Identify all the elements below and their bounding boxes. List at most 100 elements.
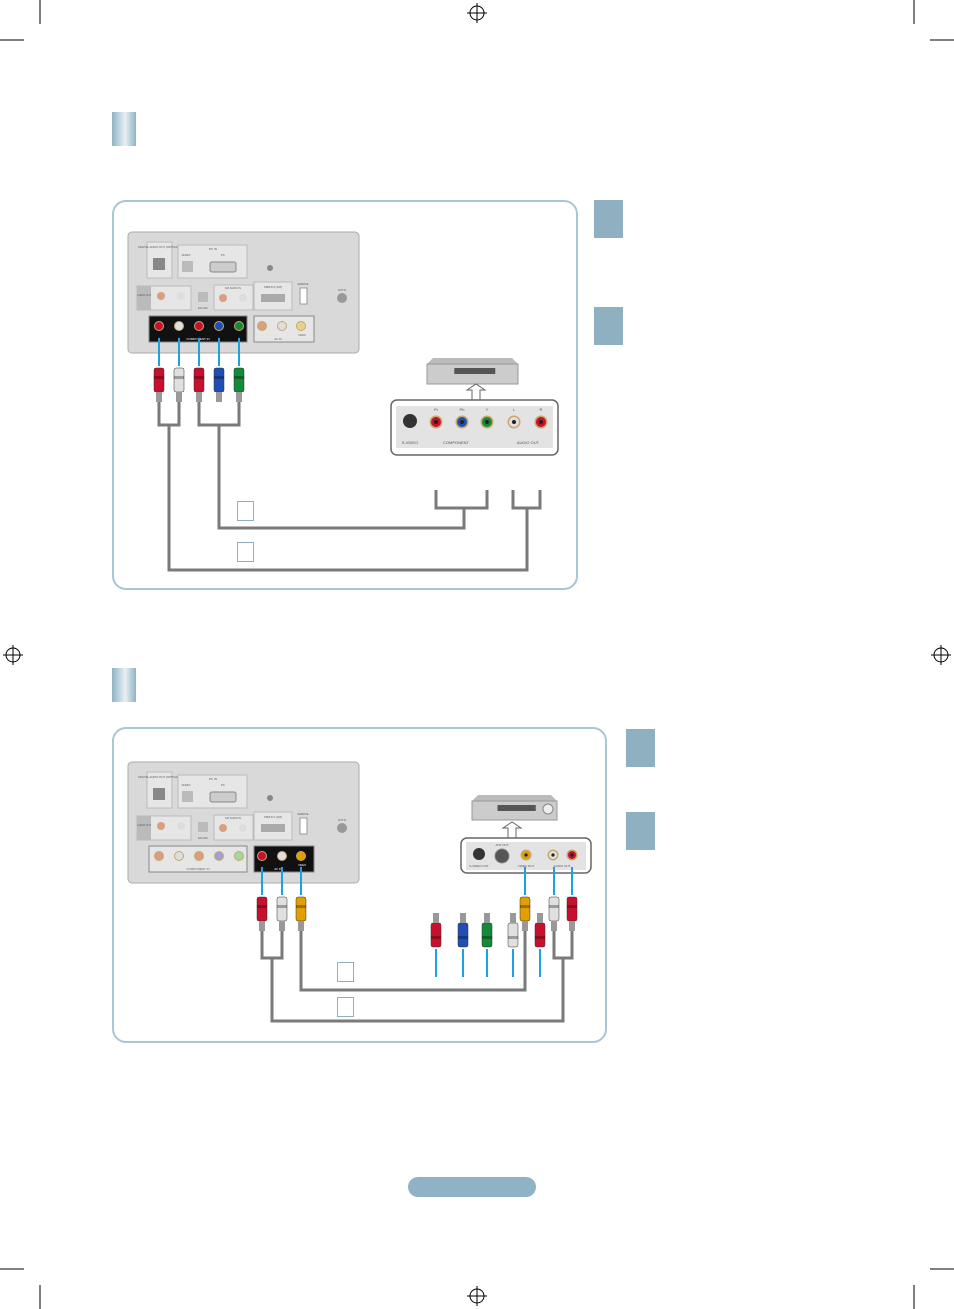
plug-body <box>276 896 288 922</box>
section-header-marker-1 <box>112 112 136 146</box>
dvd-connection-diagram <box>112 200 578 590</box>
cable <box>260 930 284 960</box>
plug-body <box>193 367 205 393</box>
cable-number-box <box>237 542 254 562</box>
rca-plug-group <box>507 913 519 977</box>
cable <box>270 958 565 1023</box>
vcr-connection-diagram <box>112 727 607 1043</box>
ex-link-port <box>198 292 208 302</box>
pc-audio-port <box>182 261 193 272</box>
plug-body <box>519 896 531 922</box>
jack <box>296 851 306 861</box>
plug-boot <box>279 921 285 931</box>
plug-grip <box>154 376 164 379</box>
svideo-port <box>403 414 417 428</box>
port-label: Pb <box>460 407 466 412</box>
step-marker-2 <box>594 307 623 345</box>
port-label: ANT IN <box>338 819 346 822</box>
port-label: SERVICE <box>298 283 309 286</box>
jack <box>219 294 227 302</box>
port-label: COMPONENT <box>443 440 470 445</box>
port-label: AV IN <box>274 867 282 871</box>
port-label: AUDIO OUT <box>517 440 540 445</box>
port-label: DVI AUDIO IN <box>225 817 241 820</box>
jack-center <box>524 853 528 857</box>
rca-plug <box>457 913 469 977</box>
up-arrow-icon <box>501 821 523 840</box>
plug-boot <box>510 913 516 923</box>
ant-in-port <box>337 293 347 303</box>
service-port <box>299 817 308 835</box>
jack <box>214 851 224 861</box>
ex-link-port <box>198 822 208 832</box>
page-number-pill <box>408 1177 536 1197</box>
rca-plug <box>173 338 185 402</box>
plug-boot <box>298 921 304 931</box>
plug-grip <box>257 905 267 908</box>
port-label: HDMI IN 1 (DVI) <box>264 286 282 289</box>
cable <box>552 930 574 960</box>
jack-center <box>434 420 438 424</box>
jack-center <box>570 853 574 857</box>
step-marker-3 <box>626 729 655 767</box>
plug-body <box>548 896 560 922</box>
cable <box>217 425 466 530</box>
plug-body <box>233 367 245 393</box>
jack <box>157 822 165 830</box>
plug-boot <box>484 913 490 923</box>
port-label: AUDIO OUT <box>137 294 151 297</box>
rca-plug <box>276 867 288 931</box>
plug-boot <box>433 913 439 923</box>
port-label: PC IN <box>209 777 217 781</box>
jack <box>177 292 185 300</box>
port-label: AUDIO <box>182 253 192 257</box>
jog-dial <box>542 803 554 815</box>
rca-plug <box>534 913 546 977</box>
jack <box>219 824 227 832</box>
dvd-player <box>426 358 519 385</box>
ant-out-port <box>494 848 510 864</box>
port-label: EX-LINK <box>198 837 208 840</box>
up-arrow-icon <box>465 383 487 402</box>
port-label: SERVICE <box>298 813 309 816</box>
svideo-out-port <box>473 848 485 860</box>
plug-grip <box>535 936 545 939</box>
jack-center <box>512 420 516 424</box>
registration-mark-icon <box>3 3 951 1306</box>
step-marker-4 <box>626 812 655 850</box>
audio-out-tag <box>137 816 151 840</box>
headphone-jack <box>267 265 273 271</box>
port-label: EX-LINK <box>198 307 208 310</box>
jack <box>296 321 306 331</box>
jack <box>257 851 267 861</box>
cable <box>197 400 241 427</box>
plug-body <box>173 367 185 393</box>
jack <box>239 294 247 302</box>
cable <box>511 490 542 510</box>
cable <box>157 400 181 427</box>
port-label: DVI AUDIO IN <box>225 287 241 290</box>
plug-grip <box>194 376 204 379</box>
plug-boot <box>569 921 575 931</box>
jack <box>177 822 185 830</box>
plug-grip <box>174 376 184 379</box>
disc-tray <box>497 805 536 811</box>
port-label: VIDEO <box>298 334 306 337</box>
port-label: S-VIDEO OUT <box>469 864 489 868</box>
hdmi-port <box>261 824 285 832</box>
rca-plug-group <box>457 913 469 977</box>
plug-body <box>566 896 578 922</box>
plug-body <box>430 922 442 948</box>
vcr <box>471 795 558 821</box>
jack <box>234 851 244 861</box>
plug-grip <box>482 936 492 939</box>
plug-body <box>507 922 519 948</box>
port-label: S-VIDEO <box>402 440 418 445</box>
port-label: Pr <box>434 407 439 412</box>
jack <box>154 851 164 861</box>
plug-boot <box>259 921 265 931</box>
rca-plug <box>519 867 531 931</box>
